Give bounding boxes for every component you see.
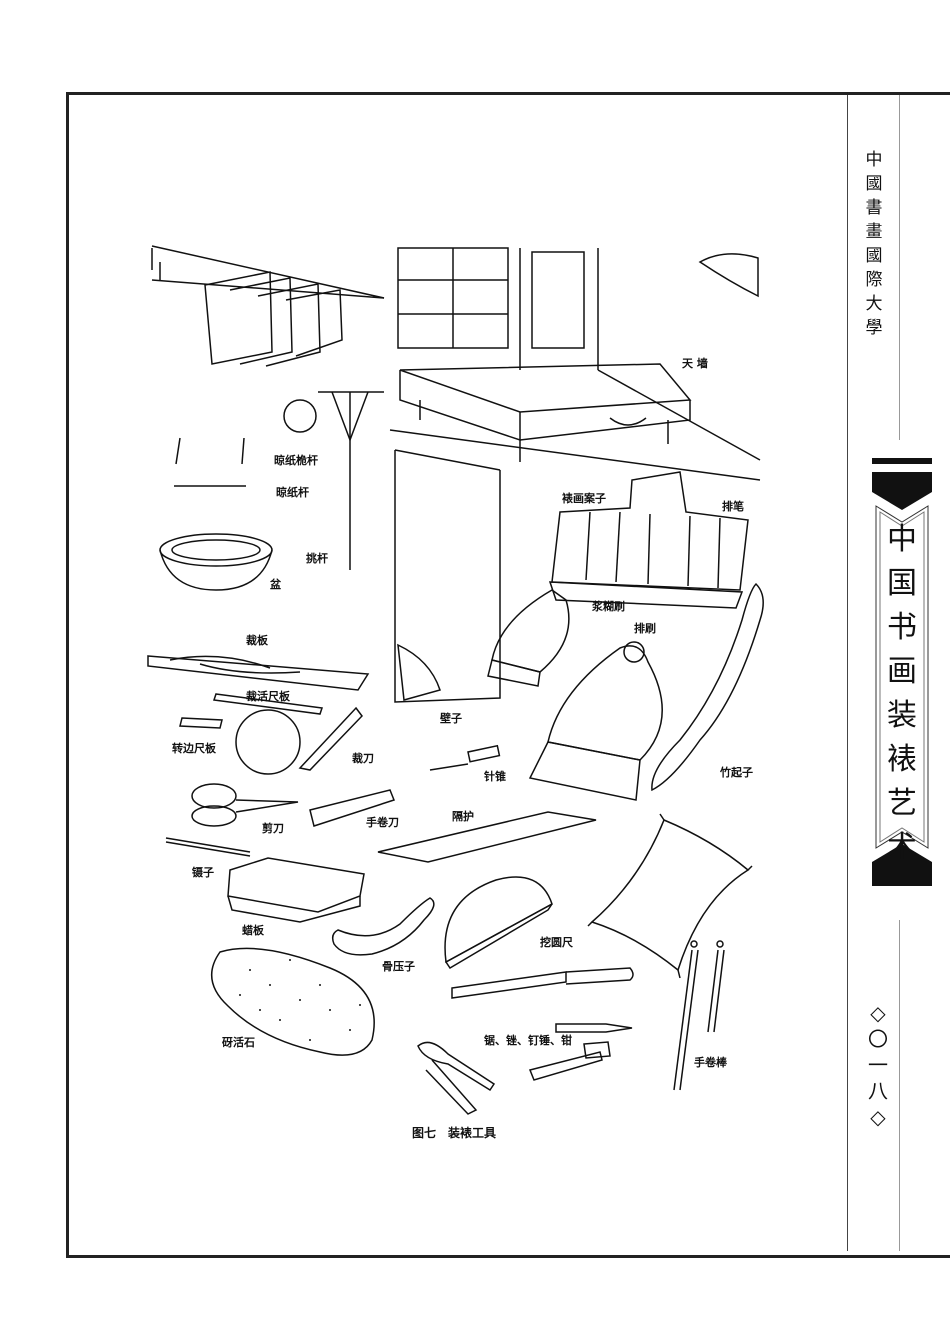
rulers-drawing xyxy=(179,693,323,775)
awl-drawing xyxy=(429,744,501,771)
stone-texture xyxy=(239,959,361,1041)
label-nie-zi: 镊子 xyxy=(192,866,214,879)
circle-ruler-drawing xyxy=(444,876,553,970)
scissors-drawing xyxy=(191,783,299,827)
label-liang-zhi-gan: 晾纸杆 xyxy=(276,486,309,499)
label-zhen-zhui: 针锥 xyxy=(484,770,506,783)
label-ge-hu: 隔护 xyxy=(452,810,474,823)
label-jiang-hu-shua: 浆糊刷 xyxy=(592,600,625,613)
label-zhu-qi-zi: 竹起子 xyxy=(720,766,753,779)
figure-caption: 图七 装裱工具 xyxy=(412,1126,497,1140)
cutting-knife-drawing xyxy=(298,706,363,771)
label-cai-ban: 裁板 xyxy=(246,634,268,647)
label-shou-juan-bang: 手卷棒 xyxy=(694,1056,727,1069)
title-banner xyxy=(872,472,932,882)
label-shou-juan-dao: 手卷刀 xyxy=(366,816,399,829)
book-title: 中国书画装裱艺术 xyxy=(887,522,917,865)
bamboo-lifter-drawing xyxy=(651,582,764,792)
label-cai-dao: 裁刀 xyxy=(352,752,374,765)
scroll-rods-drawing xyxy=(673,940,725,1091)
cutting-board-drawing xyxy=(147,655,370,691)
label-bi-zi: 壁子 xyxy=(440,712,462,725)
label-pai-shua: 排刷 xyxy=(634,622,656,635)
sidebar-rule xyxy=(847,95,848,1251)
stretch-frame-drawing xyxy=(587,813,753,979)
banner-bar-top xyxy=(872,458,932,464)
page-frame xyxy=(66,92,950,1258)
scroll-knife-drawing xyxy=(309,789,395,827)
label-pai-bi: 排笔 xyxy=(722,500,744,513)
label-liang-zhi-wei-gan: 晾纸桅杆 xyxy=(274,454,318,467)
tweezers-drawing xyxy=(165,837,251,857)
partition-board-drawing xyxy=(377,811,597,863)
label-mo-huo-shi: 砑活石 xyxy=(222,1036,255,1049)
label-la-ban: 蜡板 xyxy=(242,924,264,937)
pole-stand-drawing xyxy=(174,391,384,570)
wall-panel-drawing xyxy=(394,449,501,703)
label-gu-ya-zi: 骨压子 xyxy=(382,960,415,973)
label-cai-huo-chi-ban: 裁活尺板 xyxy=(246,690,290,703)
label-tian-qiang: 天 墙 xyxy=(682,357,708,370)
label-pen: 盆 xyxy=(270,578,281,591)
paste-brush-drawing xyxy=(487,589,570,687)
label-wa-yuan-chi: 挖圆尺 xyxy=(540,936,573,949)
label-jian-dao: 剪刀 xyxy=(262,822,284,835)
drying-rack-drawing xyxy=(151,245,385,367)
burnishing-stone-drawing xyxy=(210,947,375,1056)
tools-set-drawing xyxy=(417,967,634,1115)
mounting-room-drawing xyxy=(389,247,761,481)
label-tools-set: 锯、锉、钉锤、钳 xyxy=(484,1034,572,1047)
page-number: ◇〇一八◇ xyxy=(868,1001,888,1129)
series-title: 中國書畫國際大學 xyxy=(865,150,883,338)
label-biao-hua-an-zi: 裱画案子 xyxy=(562,492,606,505)
wax-board-drawing xyxy=(227,857,365,923)
basin-drawing xyxy=(159,533,273,591)
label-zhuan-bian-chi-ban: 转边尺板 xyxy=(172,742,216,755)
palm-brush-drawing xyxy=(528,641,663,801)
label-tiao-gan: 挑杆 xyxy=(306,552,328,565)
bone-folder-drawing xyxy=(331,897,435,956)
row-brush-drawing xyxy=(548,471,749,609)
banner-bar-bottom xyxy=(872,880,932,886)
